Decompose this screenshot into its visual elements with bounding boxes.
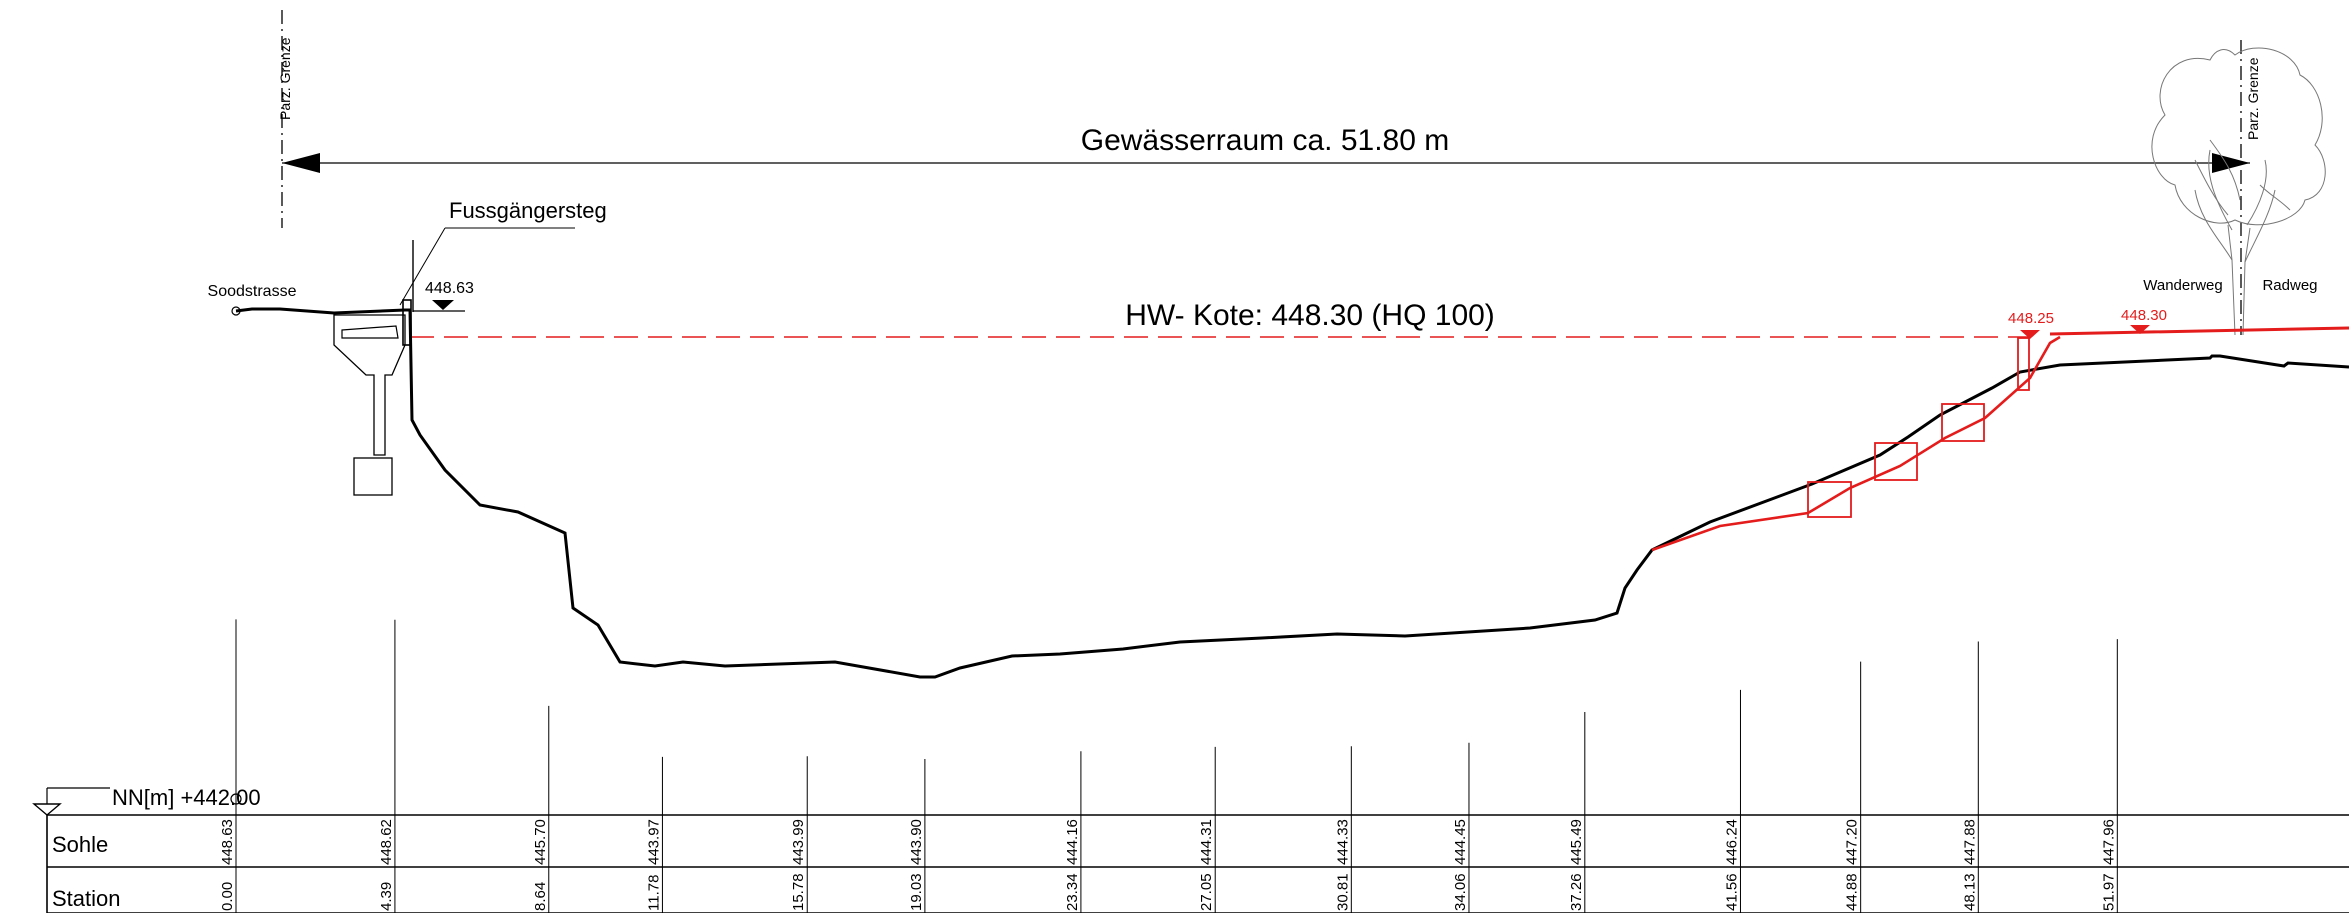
parz-grenze-right: Parz. Grenze bbox=[2240, 40, 2261, 335]
station-value: 34.06 bbox=[1452, 873, 1469, 911]
arrow-left-icon bbox=[282, 153, 320, 173]
nn-datum: NN[m] +442.00 bbox=[32, 785, 261, 816]
sohle-value: 447.96 bbox=[2100, 819, 2117, 865]
parz-left-label: Parz. Grenze bbox=[277, 37, 293, 120]
station-values: 448.63 0.00 448.62 4.39 445.70 8.64 443.97 11.7… bbox=[219, 819, 2117, 911]
hw-label: HW- Kote: 448.30 (HQ 100) bbox=[1125, 299, 1495, 332]
datum-triangle-icon bbox=[32, 803, 62, 816]
station-value: 8.64 bbox=[532, 882, 549, 911]
terrain-profile-line bbox=[235, 307, 2349, 679]
sohle-value: 447.88 bbox=[1961, 819, 1978, 865]
sohle-value: 443.90 bbox=[908, 819, 925, 865]
fussgaengersteg-label: Fussgängersteg bbox=[449, 198, 607, 223]
sohle-value: 448.62 bbox=[378, 819, 395, 865]
arrow-right-icon bbox=[2212, 153, 2250, 173]
kote-steg-label: 448.63 bbox=[425, 280, 474, 297]
station-verticals bbox=[235, 619, 2118, 913]
sohle-value: 447.20 bbox=[1844, 819, 1861, 865]
station-value: 30.81 bbox=[1334, 873, 1351, 911]
sohle-value: 443.99 bbox=[790, 819, 807, 865]
station-value: 23.34 bbox=[1064, 873, 1081, 911]
sohle-value: 444.33 bbox=[1334, 819, 1351, 865]
station-value: 27.05 bbox=[1198, 873, 1215, 911]
station-value: 37.26 bbox=[1568, 873, 1585, 911]
red-kote-2-label: 448.30 bbox=[2121, 307, 2167, 324]
gewaesserraum-dimension: Gewässerraum ca. 51.80 m bbox=[282, 124, 2250, 173]
red-kote-marker-1-icon bbox=[2020, 330, 2040, 339]
sohle-value: 444.16 bbox=[1064, 819, 1081, 865]
red-kote-1-label: 448.25 bbox=[2008, 310, 2054, 327]
station-value: 4.39 bbox=[378, 882, 395, 911]
sohle-value: 445.49 bbox=[1568, 819, 1585, 865]
title-text: Gewässerraum ca. 51.80 m bbox=[1081, 124, 1449, 157]
red-kote-marker-2-icon bbox=[2130, 325, 2150, 334]
station-value: 48.13 bbox=[1961, 873, 1978, 911]
sohle-value: 448.63 bbox=[219, 819, 236, 865]
station-value: 15.78 bbox=[790, 873, 807, 911]
station-value: 19.03 bbox=[908, 873, 925, 911]
sohle-value: 444.31 bbox=[1198, 819, 1215, 865]
parz-right-label: Parz. Grenze bbox=[2245, 57, 2261, 140]
parz-grenze-left: Parz. Grenze bbox=[277, 10, 293, 228]
station-value: 0.00 bbox=[219, 882, 236, 911]
proposed-profile-line bbox=[1651, 335, 2061, 552]
tree-icon bbox=[2151, 47, 2326, 336]
radweg-label: Radweg bbox=[2262, 277, 2317, 294]
station-value: 11.78 bbox=[645, 875, 662, 911]
sohle-value: 445.70 bbox=[532, 819, 549, 865]
proposed-path-line bbox=[2049, 326, 2349, 336]
table-row-label-sohle: Sohle bbox=[52, 832, 108, 857]
sohle-value: 446.24 bbox=[1723, 819, 1740, 865]
sohle-value: 443.97 bbox=[645, 819, 662, 865]
station-value: 44.88 bbox=[1844, 873, 1861, 911]
soodstrasse-label: Soodstrasse bbox=[208, 283, 297, 300]
kote-marker-icon bbox=[432, 300, 454, 310]
fussgaengersteg-structure bbox=[333, 227, 575, 496]
table-row-label-station: Station bbox=[52, 886, 121, 911]
station-value: 51.97 bbox=[2100, 873, 2117, 911]
proposed-blocks bbox=[1807, 337, 2030, 518]
nn-datum-label: NN[m] +442.00 bbox=[112, 785, 261, 810]
sohle-value: 444.45 bbox=[1452, 819, 1469, 865]
wanderweg-label: Wanderweg bbox=[2143, 277, 2222, 294]
station-value: 41.56 bbox=[1723, 873, 1740, 911]
